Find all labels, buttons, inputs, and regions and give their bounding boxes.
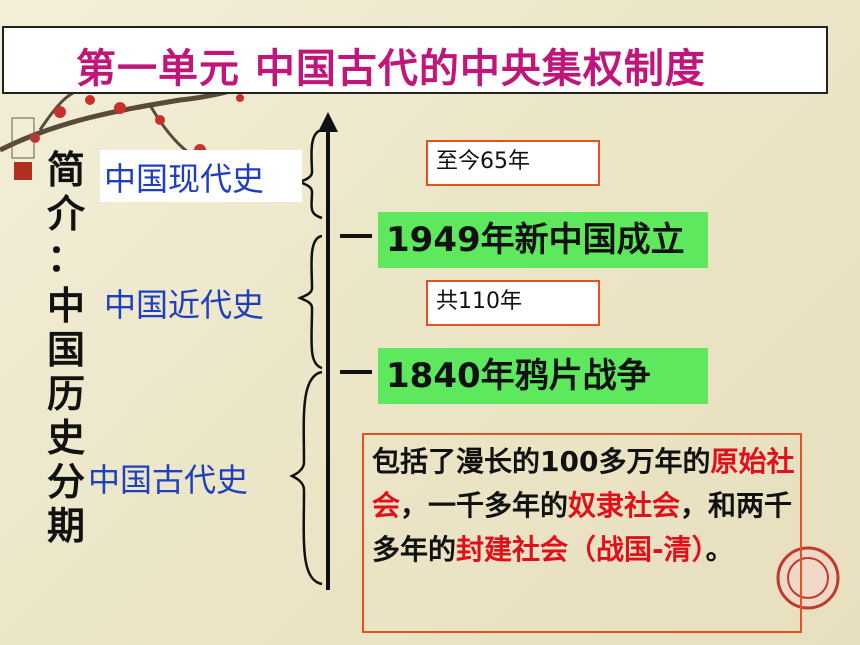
event-1840: 1840年鸦片战争 xyxy=(378,348,708,404)
era-recent: 中国近代史 xyxy=(104,286,265,324)
era-modern: 中国现代史 xyxy=(104,160,265,198)
side-char: 期 xyxy=(46,504,85,548)
description-box xyxy=(362,433,802,633)
side-char: ： xyxy=(46,236,85,280)
era-ancient: 中国古代史 xyxy=(88,461,249,499)
side-char: 简 xyxy=(46,148,85,192)
side-char: 介 xyxy=(46,192,85,236)
side-char: 史 xyxy=(46,416,85,460)
duration-110: 共110年 xyxy=(426,280,600,326)
description-text: 包括了漫长的100多万年的原始社会，一千多年的奴隶社会，和两千多年的封建社会（战… xyxy=(372,440,796,572)
title-box xyxy=(2,26,828,94)
side-label: 简 介 ： 中 国 历 史 分 期 xyxy=(42,148,90,548)
desc-part: 。 xyxy=(705,533,734,566)
page-title: 第一单元 中国古代的中央集权制度 xyxy=(76,46,706,92)
desc-highlight: 奴隶社会 xyxy=(568,489,681,522)
desc-highlight: （战国-清） xyxy=(568,533,706,566)
event-1949: 1949年新中国成立 xyxy=(378,212,708,268)
side-char: 国 xyxy=(46,328,85,372)
desc-highlight: 封建社会 xyxy=(456,533,569,566)
modern-label-bg xyxy=(100,150,302,202)
red-seal-stamp xyxy=(776,546,840,610)
desc-highlight: 原始社会 xyxy=(372,445,795,522)
desc-part: ，和两千多年的 xyxy=(372,489,793,566)
duration-65: 至今65年 xyxy=(426,140,600,186)
side-char: 分 xyxy=(46,460,85,504)
side-char: 历 xyxy=(46,372,85,416)
desc-part: ，一千多年的 xyxy=(400,489,569,522)
desc-part: 包括了漫长的100多万年的 xyxy=(372,445,711,478)
side-char: 中 xyxy=(46,284,85,328)
